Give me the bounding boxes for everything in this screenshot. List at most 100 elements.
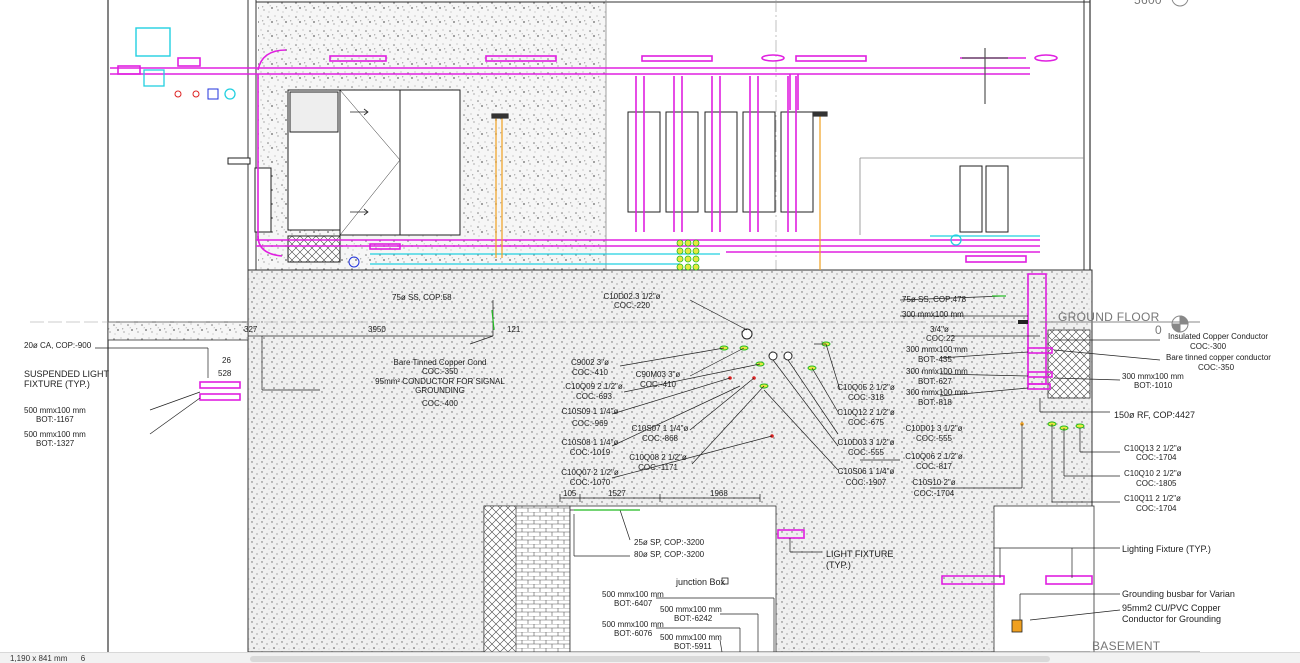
label-tb1a: 500 mmx100 mm: [602, 590, 664, 599]
device-symbols: [174, 88, 360, 268]
risers: [491, 48, 1008, 270]
label-c10s08: C10S08 1 1/4"ø: [561, 438, 619, 447]
label-sp80: 80ø SP, COP:-3200: [634, 550, 705, 559]
level-ground-floor-value: 0: [1155, 323, 1162, 337]
dim-105: 105: [563, 489, 577, 498]
level-top: 5600: [1134, 0, 1162, 7]
label-light-fix-b: (TYP.): [826, 560, 851, 570]
label-tray-r3a: 300 mmx100 mm: [906, 367, 968, 376]
label-junction-box: junction Box: [676, 577, 726, 587]
label-rf150: 150ø RF, COP:4427: [1114, 410, 1196, 420]
label-c10s07: C10S07 1 1/4"ø: [631, 424, 689, 433]
label-tray2-a: 500 mmx100 mm: [24, 430, 86, 439]
label-susp-light-1: SUSPENDED LIGHT: [24, 369, 110, 379]
label-coc410b: COC:-410: [639, 380, 677, 389]
label-grounding: GROUNDING: [415, 386, 465, 395]
label-coc675: COC:-675: [847, 418, 885, 427]
label-coc1704b: COC:-1704: [1136, 453, 1177, 462]
label-r34: 3/4"ø: [930, 325, 949, 334]
label-tray1-b: BOT:-1167: [36, 415, 74, 424]
label-coc220: COC:-220: [613, 301, 651, 310]
label-ss75-right: 75ø SS, COP:478: [902, 295, 967, 304]
label-tray-r2b: BOT:-435: [918, 355, 952, 364]
label-ss75-left: 75ø SS, COP:58: [392, 293, 452, 302]
label-c10q09: C10Q09 2 1/2"ø: [565, 382, 623, 391]
label-light-fix-a: LIGHT FIXTURE: [826, 549, 894, 559]
level-basement: BASEMENT: [1092, 639, 1161, 653]
page-indicator[interactable]: 6: [80, 654, 86, 663]
page-size-readout: 1,190 x 841 mm 6: [10, 654, 86, 663]
label-coc1019: COC:-1019: [569, 448, 611, 457]
label-tray-r5a: 300 mmx100 mm: [1122, 372, 1184, 381]
label-coc555a: COC:-555: [915, 434, 953, 443]
dim-26: 26: [222, 356, 231, 365]
label-coc1704c: COC:-1704: [1136, 504, 1177, 513]
label-tb1b: BOT:-6407: [614, 599, 653, 608]
label-bare-r-b: COC:-350: [1198, 363, 1235, 372]
label-coc350: COC:-350: [421, 367, 459, 376]
grounding-busbar: [1011, 619, 1023, 633]
label-c9002: C9002 3"ø: [571, 358, 609, 367]
cyan-conduits: [143, 69, 1040, 265]
label-tray-r4b: BOT:-818: [918, 398, 952, 407]
label-lighting-fixture: Lighting Fixture (TYP.): [1122, 544, 1211, 554]
label-insulated-a: Insulated Copper Conductor: [1168, 332, 1269, 341]
horizontal-scrollbar[interactable]: [250, 656, 1050, 662]
grounding-conductors: [491, 295, 1006, 511]
label-c10d02: C10D02 3 1/2"ø: [603, 292, 661, 301]
label-c10s06: C10S06 1 1/4"ø: [837, 467, 895, 476]
dim-121: 121: [507, 325, 521, 334]
label-c10d01: C10D01 3 1/2"ø: [905, 424, 963, 433]
label-coc400: COC:-400: [421, 399, 459, 408]
label-sp25: 25ø SP, COP:-3200: [634, 538, 705, 547]
label-coc318: COC:-318: [847, 393, 885, 402]
label-cu-pvc-b: Conductor for Grounding: [1122, 614, 1222, 624]
status-bar: 1,190 x 841 mm 6: [0, 652, 1300, 663]
label-tb4a: 500 mmx100 mm: [660, 633, 722, 642]
label-c90m03: C90M03 3"ø: [635, 370, 681, 379]
label-coc817: COC:-817: [915, 462, 953, 471]
dim-327: 327: [244, 325, 258, 334]
label-tb3a: 500 mmx100 mm: [602, 620, 664, 629]
dim-1968: 1968: [710, 489, 728, 498]
slab-conduits: [719, 320, 1085, 438]
label-c10q10: C10Q10 2 1/2"ø: [1124, 469, 1182, 478]
junction-box-symbol: [721, 577, 729, 585]
label-coc969: COC:-969: [571, 419, 609, 428]
hatched-column: [1047, 329, 1091, 399]
label-c10q06: C10Q06 2 1/2"ø: [905, 452, 963, 461]
label-tray-r4a: 300 mmx100 mm: [906, 388, 968, 397]
label-tray2-b: BOT:-1327: [36, 439, 75, 448]
label-coc1704a: COC:-1704: [913, 489, 955, 498]
basement-room-left: [569, 505, 777, 652]
label-c10s09: C10S09 1 1/4"ø: [561, 407, 619, 416]
label-c10d03: C10D03 3 1/2"ø: [837, 438, 895, 447]
label-c10q07: C10Q07 2 1/2"ø: [561, 468, 619, 477]
label-busbar: Grounding busbar for Varian: [1122, 589, 1235, 599]
label-tray-r1: 300 mmx100 mm: [902, 310, 964, 319]
label-coc22: COC:22: [926, 334, 955, 343]
label-cu-pvc-a: 95mm2 CU/PVC Copper: [1122, 603, 1221, 613]
label-c10q11: C10Q11 2 1/2"ø: [1124, 494, 1181, 503]
label-c10q12: C10Q12 2 1/2"ø: [837, 408, 895, 417]
label-bare-tinned: Bare Tinned Copper Cond: [393, 358, 487, 367]
label-tray1-a: 500 mmx100 mm: [24, 406, 86, 415]
level-ground-floor: GROUND FLOOR: [1058, 310, 1160, 324]
level-markers: [1040, 0, 1200, 652]
leader-lines: [95, 295, 1161, 652]
label-tb3b: BOT:-6076: [614, 629, 653, 638]
label-coc1805: COC:-1805: [1136, 479, 1177, 488]
label-coc410a: COC:-410: [571, 368, 609, 377]
dim-3950: 3950: [368, 325, 386, 334]
label-tb2a: 500 mmx100 mm: [660, 605, 722, 614]
label-tb4b: BOT:-5911: [674, 642, 712, 651]
dim-528: 528: [218, 369, 232, 378]
conduit-bundle: [676, 239, 700, 271]
label-c10q13: C10Q13 2 1/2"ø: [1124, 444, 1182, 453]
label-coc555b: COC:-555: [847, 448, 885, 457]
label-coc868: COC:-868: [641, 434, 679, 443]
label-coc693: COC:-693: [575, 392, 613, 401]
label-tray-r3b: BOT:-627: [918, 377, 952, 386]
